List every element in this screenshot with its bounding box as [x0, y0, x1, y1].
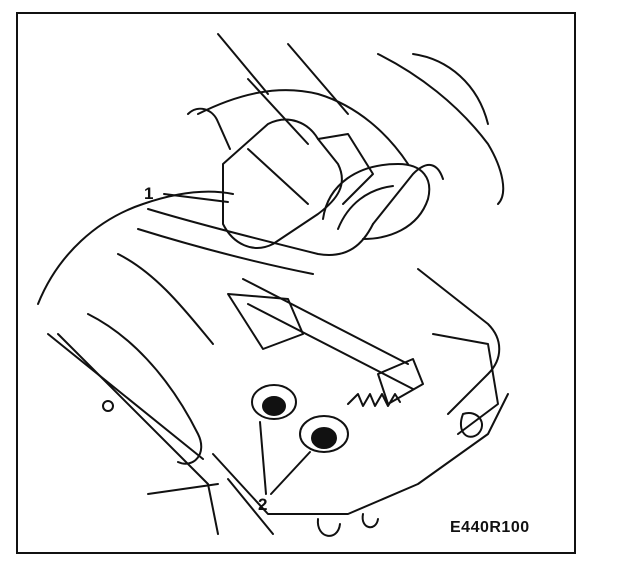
motor-body [222, 118, 343, 249]
housing-outline-left [37, 190, 234, 305]
leader-line-2b [270, 451, 311, 495]
bushing-left-outer [251, 384, 297, 420]
callout-2: 2 [258, 495, 268, 514]
cable-loop-inner [337, 185, 394, 230]
bushing-right-inner [311, 427, 337, 449]
figure-code: E440R100 [450, 519, 530, 536]
top-diagonal-3 [247, 78, 309, 145]
base-hole-right [459, 412, 483, 438]
link-rod-2 [247, 303, 414, 390]
motor-bracket [317, 133, 374, 205]
right-bracket [417, 268, 501, 415]
top-diagonal-1 [217, 33, 269, 95]
frame-rail-right [372, 164, 444, 225]
right-plate [432, 333, 499, 435]
housing-ridge-2 [117, 253, 214, 345]
base-plate-edge [227, 478, 274, 535]
slider [377, 358, 424, 405]
base-slot [316, 518, 341, 537]
frame-rail-lower [137, 228, 314, 275]
figure-frame: 1 2 E440R100 [16, 12, 576, 554]
bushing-right-outer [299, 415, 349, 453]
motor-cap [187, 107, 231, 150]
leader-line-1 [163, 193, 229, 203]
housing-right-curve [412, 53, 489, 125]
base-slot-2 [361, 513, 379, 529]
frame-rail-upper [147, 208, 374, 256]
top-diagonal-2 [287, 43, 349, 115]
mechanism-illustration [37, 33, 509, 537]
callout-1: 1 [144, 184, 154, 203]
housing-upper-right [377, 53, 505, 205]
lower-left-beam [47, 333, 204, 460]
housing-ridge [87, 313, 203, 465]
bushing-left-inner [262, 396, 286, 416]
cable-loop [322, 163, 431, 240]
link-rod [242, 278, 409, 365]
housing-top-arc [197, 89, 409, 165]
screw-head [102, 400, 114, 412]
motor-body-band [247, 148, 309, 205]
housing-outline-lower [57, 333, 219, 535]
spring [347, 393, 401, 407]
lower-left-beam-2 [147, 483, 219, 495]
base-plate [212, 393, 509, 515]
lever-arm [227, 293, 304, 350]
leader-line-2a [259, 421, 267, 495]
